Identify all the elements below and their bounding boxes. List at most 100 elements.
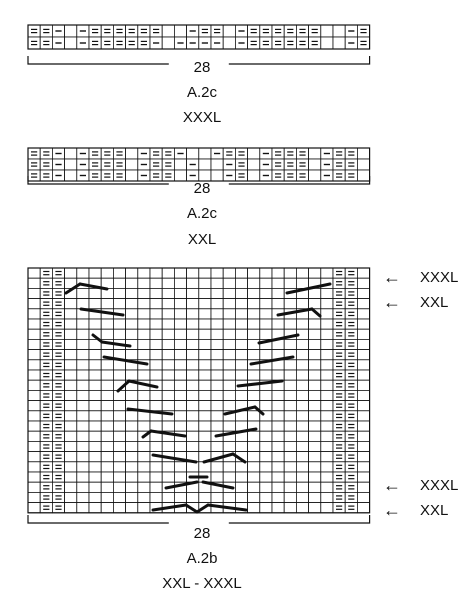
- chart-a2b-cell: [259, 461, 273, 473]
- cable-stroke: [257, 333, 300, 345]
- chart-a2b-cell: [100, 389, 114, 401]
- chart-a2b-cell: [39, 491, 53, 503]
- chart-a2b-cell: [283, 430, 297, 442]
- chart-a2b-cell: [356, 389, 370, 401]
- chart-a2b-cell: [332, 298, 346, 310]
- chart-a2b-cell: [186, 389, 200, 401]
- chart-a2b-cell: [259, 308, 273, 320]
- chart-a2b-cell: [222, 277, 236, 289]
- chart-a2b-cell: [100, 440, 114, 452]
- chart-a2b-cell: [198, 349, 212, 361]
- chart-a2b-cell: [259, 420, 273, 432]
- chart-a2b-cell: [100, 491, 114, 503]
- chart-a2c-xxl-cell: [100, 147, 114, 160]
- chart-a2b-cell: [332, 349, 346, 361]
- chart-a2c-xxl-cell: [295, 169, 309, 182]
- chart-a2b-cell: [88, 369, 102, 381]
- chart-a2b-cell: [76, 379, 90, 391]
- chart-a2b-cell: [149, 328, 163, 340]
- chart-a2b-cell: [247, 410, 261, 422]
- chart-a2b-cell: [76, 451, 90, 463]
- chart-a2b-cell: [27, 267, 41, 279]
- chart-a2c-xxl-cell: [283, 169, 297, 182]
- chart-a2b-cell: [52, 440, 66, 452]
- chart-a2b-cell: [332, 277, 346, 289]
- chart-a2b-cell: [125, 287, 139, 299]
- chart-a2b-cell: [27, 379, 41, 391]
- chart-a2b-cell: [332, 287, 346, 299]
- cable-stroke: [100, 340, 132, 348]
- chart-a2b-cell: [247, 349, 261, 361]
- chart-a2b-cell: [137, 420, 151, 432]
- chart-a2b-cell: [137, 349, 151, 361]
- chart-a2b-cell: [308, 318, 322, 330]
- chart-a2b-cell: [186, 338, 200, 350]
- chart-a2b-cell: [222, 359, 236, 371]
- chart-a2b-cell: [161, 277, 175, 289]
- chart-a2b-cell: [320, 328, 334, 340]
- chart-a2b-cell: [39, 287, 53, 299]
- chart-a2b-cell: [64, 328, 78, 340]
- chart-a2b-cell: [52, 430, 66, 442]
- chart-a2b-cell: [173, 318, 187, 330]
- chart-a2b-cell: [161, 491, 175, 503]
- chart-a2b-cell: [52, 410, 66, 422]
- chart-a2b-cell: [259, 369, 273, 381]
- chart-a2b-cell: [295, 481, 309, 493]
- chart-a2b-cell: [186, 287, 200, 299]
- chart-a2c-xxxl-cell: [64, 36, 78, 50]
- chart-a2b-cell: [137, 451, 151, 463]
- chart-a2b-cell: [356, 369, 370, 381]
- chart-a2b-cell: [234, 359, 248, 371]
- chart-a2b-cell: [88, 410, 102, 422]
- chart-a2b-cell: [271, 451, 285, 463]
- chart-a2b-cell: [283, 318, 297, 330]
- chart-a2b-cell: [356, 359, 370, 371]
- chart-a2c-xxl-cell: [222, 147, 236, 160]
- chart-a2b-cell: [198, 389, 212, 401]
- cable-stroke: [149, 429, 187, 438]
- chart-a2b-cell: [173, 328, 187, 340]
- chart-a2b-cell: [125, 410, 139, 422]
- chart-a2b-cell: [186, 430, 200, 442]
- cable-stroke: [231, 452, 247, 464]
- chart-a2b-cell: [259, 298, 273, 310]
- chart-a2c-xxxl-cell: [320, 24, 334, 38]
- chart-a2b-cell: [113, 267, 127, 279]
- chart-a2b-cell: [113, 369, 127, 381]
- chart-a2b-cell: [137, 491, 151, 503]
- chart-a2b-cell: [198, 267, 212, 279]
- chart-a2b-cell: [173, 298, 187, 310]
- chart-a2b-cell: [39, 338, 53, 350]
- chart-a2b-cell: [39, 379, 53, 391]
- chart-a2b-cell: [198, 298, 212, 310]
- chart-a2b-cell: [198, 379, 212, 391]
- chart-a2b-cell: [308, 287, 322, 299]
- chart-a2b-cell: [247, 440, 261, 452]
- chart-a2c-xxl-cell: [113, 147, 127, 160]
- chart-a2b-cell: [308, 451, 322, 463]
- cable-stroke: [195, 503, 210, 514]
- chart-a2b-cell: [344, 461, 358, 473]
- chart-a2c-xxl-cell: [271, 158, 285, 171]
- chart-a2b-cell: [234, 481, 248, 493]
- chart-a2b-cell: [161, 379, 175, 391]
- chart-a2b-cell: [39, 440, 53, 452]
- chart-a2b-cell: [356, 430, 370, 442]
- chart-a2b-cell: [332, 451, 346, 463]
- chart-a2b-cell: [283, 502, 297, 514]
- chart-a2b-cell: [234, 338, 248, 350]
- chart-a2b-cell: [39, 410, 53, 422]
- chart-a2b-cell: [198, 491, 212, 503]
- chart-a2b-cell: [76, 440, 90, 452]
- chart-a2b-cell: [308, 481, 322, 493]
- chart-a2b-cell: [210, 277, 224, 289]
- chart-a2b-cell: [332, 471, 346, 483]
- chart-a2b-cell: [137, 298, 151, 310]
- chart-a2b-cell: [320, 410, 334, 422]
- chart-a2b-cell: [222, 349, 236, 361]
- cable-stroke: [201, 480, 235, 490]
- chart-a2b-cell: [320, 502, 334, 514]
- chart-a2b-cell: [27, 318, 41, 330]
- chart-a2c-xxl-cell: [344, 169, 358, 182]
